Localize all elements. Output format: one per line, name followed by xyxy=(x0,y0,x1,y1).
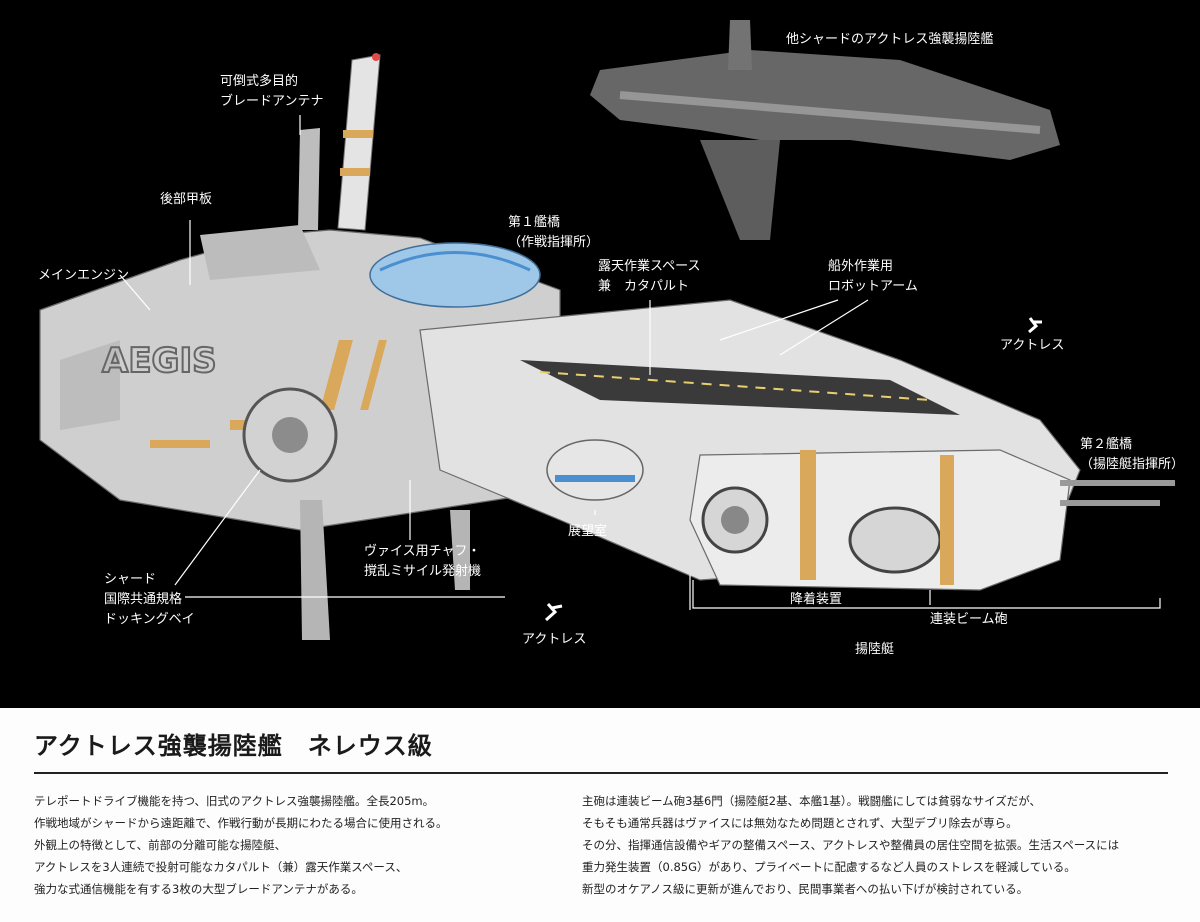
bridge1-label-line2: （作戦指揮所） xyxy=(508,235,600,250)
desc-right-line: そもそも通常兵器はヴァイスには無効なため問題とされず、大型デブリ除去が専ら。 xyxy=(582,816,1018,830)
antenna-label: 可倒式多目的 ブレードアンテナ xyxy=(220,72,323,112)
desc-left-line: 強力な式通信機能を有する3枚の大型ブレードアンテナがある。 xyxy=(34,882,363,896)
desc-left-line: アクトレスを3人連続で投射可能なカタパルト（兼）露天作業スペース、 xyxy=(34,860,408,874)
description-left: テレポートドライブ機能を持つ、旧式のアクトレス強襲揚陸艦。全長205m。 作戦地… xyxy=(34,790,448,900)
chaff-label-line2: 撹乱ミサイル発射機 xyxy=(364,564,482,579)
chaff-label: ヴァイス用チャフ・ 撹乱ミサイル発射機 xyxy=(364,542,481,582)
ship-class-title: アクトレス強襲揚陸艦 ネレウス級 xyxy=(34,732,433,760)
antenna-label-line1: 可倒式多目的 xyxy=(220,74,299,89)
desc-left-line: 作戦地域がシャードから遠距離で、作戦行動が長期にわたる場合に使用される。 xyxy=(34,816,448,830)
robot-arm-label-line1: 船外作業用 xyxy=(828,259,894,274)
open-deck-label-line2: 兼 カタパルト xyxy=(598,279,690,294)
robot-arm-label-line2: ロボットアーム xyxy=(828,279,918,294)
ship-artwork: AEGIS xyxy=(38,20,1185,657)
docking-label-line2: 国際共通規格 xyxy=(104,592,183,607)
other-ship-label: 他シャードのアクトレス強襲揚陸艦 xyxy=(786,32,994,47)
other-ship-silhouette xyxy=(590,20,1060,240)
actress-figure-right xyxy=(1028,317,1042,334)
beam-cannon-label: 連装ビーム砲 xyxy=(930,612,1008,627)
robot-arm-label: 船外作業用 ロボットアーム xyxy=(828,257,918,297)
bridge2-label-line1: 第２艦橋 xyxy=(1080,437,1133,452)
observation-label: 展望室 xyxy=(568,524,608,539)
open-deck-label-line1: 露天作業スペース xyxy=(598,259,701,274)
description-panel: アクトレス強襲揚陸艦 ネレウス級 テレポートドライブ機能を持つ、旧式のアクトレス… xyxy=(0,708,1200,922)
bridge1-label-line1: 第１艦橋 xyxy=(508,215,561,230)
main-engine-label: メインエンジン xyxy=(38,268,130,283)
title-divider xyxy=(34,772,1168,774)
actress-right-label: アクトレス xyxy=(1000,338,1065,353)
antenna-label-line2: ブレードアンテナ xyxy=(220,94,324,109)
rear-deck-label: 後部甲板 xyxy=(160,192,213,207)
docking-label: シャード 国際共通規格 ドッキングベイ xyxy=(104,570,195,630)
actress-bottom-label: アクトレス xyxy=(522,632,587,647)
docking-label-line1: シャード xyxy=(104,572,157,587)
open-deck-label: 露天作業スペース 兼 カタパルト xyxy=(598,257,700,297)
actress-figure-bottom xyxy=(545,603,563,622)
leader-lines xyxy=(119,115,1161,610)
hull-marking: AEGIS xyxy=(102,341,217,381)
landing-craft-label: 揚陸艇 xyxy=(855,642,895,657)
description-right: 主砲は連装ビーム砲3基6門（揚陸艇2基、本艦1基）。戦闘艦にしては貧弱なサイズだ… xyxy=(582,790,1119,900)
desc-right-line: 主砲は連装ビーム砲3基6門（揚陸艇2基、本艦1基）。戦闘艦にしては貧弱なサイズだ… xyxy=(582,794,1042,808)
desc-right-line: 重力発生装置（0.85G）があり、プライベートに配慮するなど人員のストレスを軽減… xyxy=(582,860,1076,874)
bridge1-label: 第１艦橋 （作戦指揮所） xyxy=(508,213,599,253)
bridge2-label-line2: （揚陸艇指揮所） xyxy=(1080,457,1185,472)
desc-right-line: 新型のオケアノス級に更新が進んでおり、民間事業者への払い下げが検討されている。 xyxy=(582,882,1029,896)
ship-illustration: AEGIS xyxy=(39,20,1175,640)
docking-label-line3: ドッキングベイ xyxy=(104,612,195,627)
desc-left-line: テレポートドライブ機能を持つ、旧式のアクトレス強襲揚陸艦。全長205m。 xyxy=(34,794,435,808)
desc-right-line: その分、指揮通信設備やギアの整備スペース、アクトレスや整備員の居住空間を拡張。生… xyxy=(582,838,1120,852)
bridge2-label: 第２艦橋 （揚陸艇指揮所） xyxy=(1080,435,1184,475)
chaff-label-line1: ヴァイス用チャフ・ xyxy=(364,544,481,559)
landing-gear-label: 降着装置 xyxy=(790,592,843,607)
desc-left-line: 外観上の特徴として、前部の分離可能な揚陸艇、 xyxy=(34,838,287,852)
main-ship xyxy=(39,53,1175,640)
